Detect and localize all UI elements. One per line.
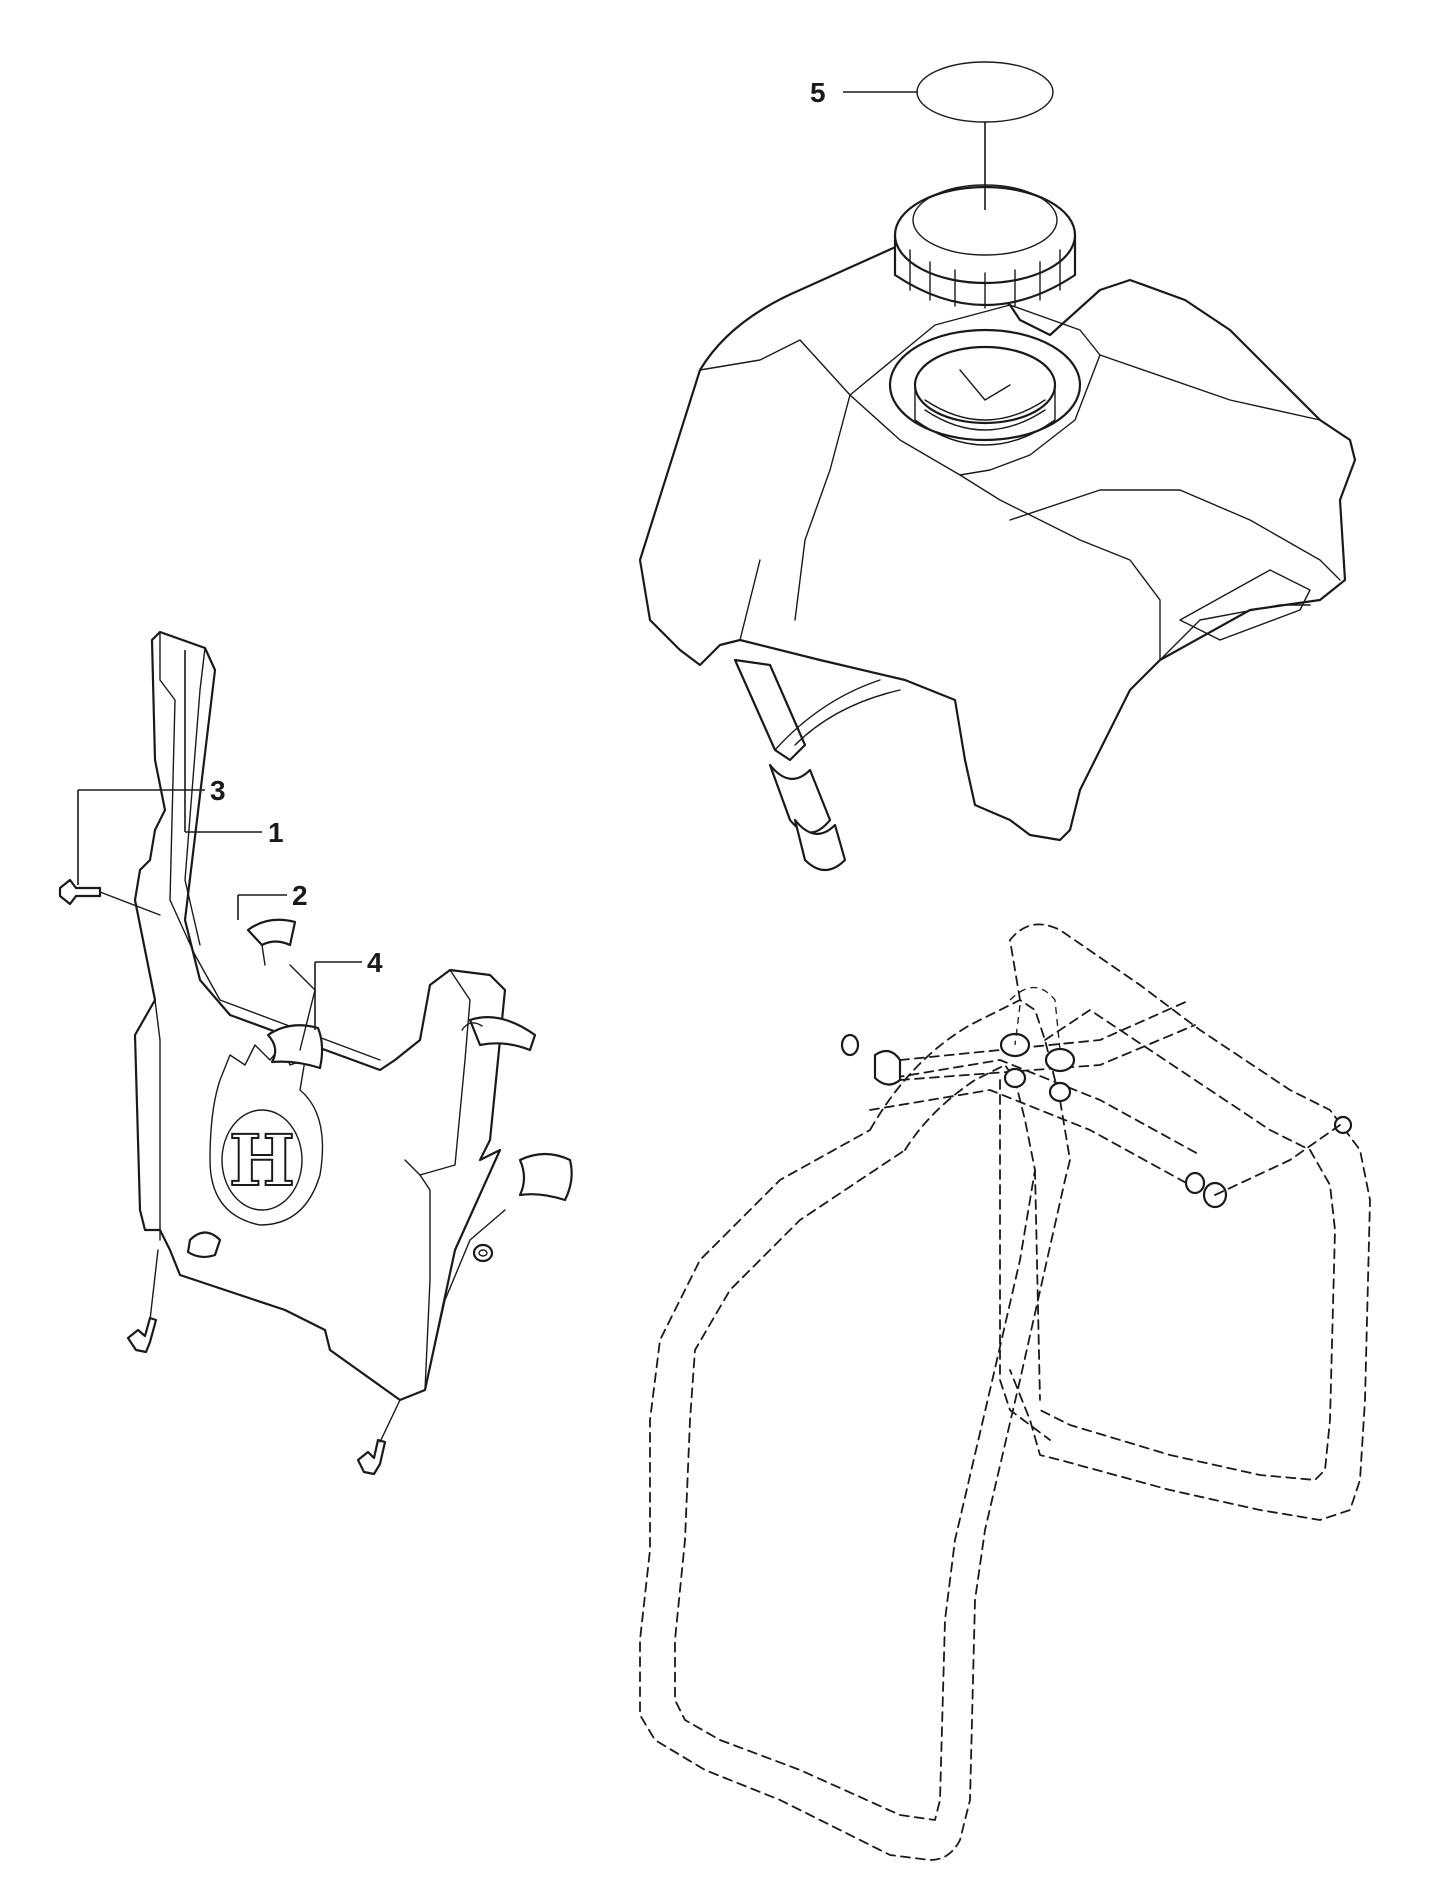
callout-number: 1 [268, 817, 284, 848]
front-cover [133, 630, 507, 1402]
clip [246, 918, 297, 966]
brand-logo: H [209, 1044, 324, 1226]
callout-number: 5 [810, 77, 826, 108]
push-rivet [126, 1249, 159, 1354]
callout-4: 4 [314, 947, 383, 1030]
hose-clip [266, 1016, 573, 1202]
filler-neck [888, 328, 1082, 446]
nut [472, 1243, 494, 1263]
callout-5: 5 [810, 77, 986, 210]
callout-number: 4 [367, 947, 383, 978]
fuel-tank [638, 243, 1357, 842]
frame [639, 923, 1371, 1861]
callout-number: 3 [210, 775, 226, 806]
brand-logo-letter: H [229, 1119, 295, 1202]
callout-number: 2 [292, 880, 308, 911]
push-rivet [356, 1399, 401, 1476]
push-rivet [58, 878, 161, 916]
callout-3: 3 [77, 775, 226, 885]
callout-1: 1 [184, 650, 284, 848]
fuel-hose [733, 658, 901, 872]
fuel-cap [893, 184, 1077, 309]
callout-2: 2 [237, 880, 308, 920]
decal [916, 61, 1054, 123]
